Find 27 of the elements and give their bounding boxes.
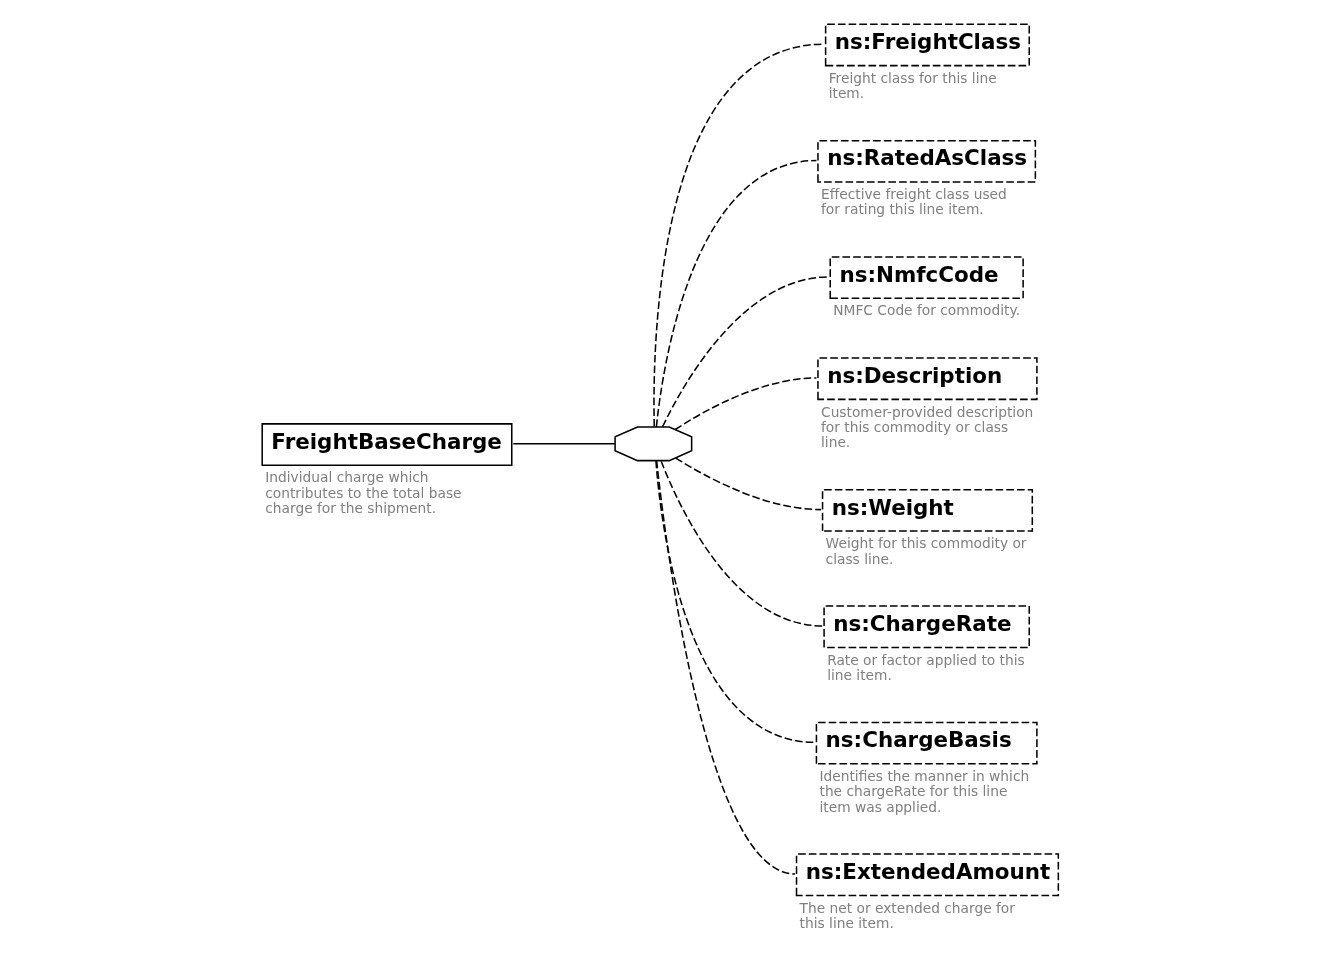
node-label: NMFC Code for commodity. bbox=[832, 302, 1020, 319]
node-label: Identifies the manner in which the chargeRate for this line item was applied. bbox=[818, 767, 1029, 815]
connector bbox=[673, 377, 817, 431]
connector bbox=[654, 459, 816, 744]
node-box: ns:RatedAsClass bbox=[816, 139, 1036, 183]
node-box: ns:Weight bbox=[821, 488, 1033, 532]
node-box: ns:NmfcCode bbox=[828, 256, 1024, 300]
connector bbox=[512, 443, 616, 445]
connector bbox=[661, 276, 829, 428]
node-octagon bbox=[613, 426, 692, 462]
node-box: ns:FreightClass bbox=[824, 23, 1030, 67]
node-label: Customer-provided description for this commodity or class line. bbox=[820, 403, 1033, 451]
node-label: Effective freight class used for rating this line item. bbox=[820, 186, 1007, 218]
node-box: ns:ChargeRate bbox=[822, 605, 1030, 649]
connector bbox=[659, 460, 823, 627]
connector bbox=[655, 159, 817, 428]
node-label: The net or extended charge for this line item. bbox=[799, 899, 1015, 931]
node-box: FreightBaseCharge bbox=[260, 423, 513, 466]
node-box: ns:Description bbox=[816, 357, 1038, 401]
node-label: Freight class for this line item. bbox=[828, 69, 997, 102]
node-box: ns:ExtendedAmount bbox=[795, 853, 1059, 897]
node-label: Rate or factor applied to this line item. bbox=[826, 651, 1025, 683]
node-label: Individual charge which contributes to the total base charge for the shipment. bbox=[264, 469, 462, 516]
node-box: ns:ChargeBasis bbox=[815, 721, 1038, 765]
node-label: Weight for this commodity or class line. bbox=[825, 535, 1027, 567]
connector bbox=[674, 457, 822, 511]
connector bbox=[655, 459, 796, 875]
